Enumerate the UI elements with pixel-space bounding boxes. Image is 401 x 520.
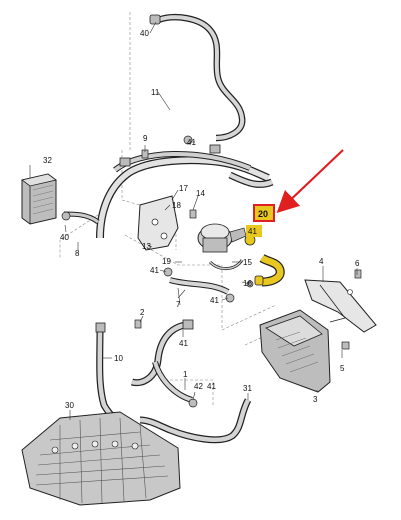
auxiliary-pump-13 [197, 223, 247, 253]
bracket-15 [208, 259, 244, 270]
callout-14: 14 [196, 189, 205, 198]
callout-42: 42 [194, 382, 203, 391]
callout-8: 8 [75, 249, 80, 258]
cooler-32 [21, 173, 57, 225]
callout-30: 30 [65, 401, 74, 410]
leader-lines [29, 21, 358, 420]
callout-labels: 40 11 9 41 32 17 18 14 20 41 13 19 40 8 … [43, 29, 360, 410]
callout-41-d: 41 [179, 339, 188, 348]
callout-3: 3 [313, 395, 318, 404]
hose-7 [169, 277, 230, 295]
bracket-4 [304, 279, 377, 333]
callout-6: 6 [355, 259, 360, 268]
callout-2: 2 [140, 308, 145, 317]
callout-13: 13 [142, 242, 151, 251]
callout-31: 31 [243, 384, 252, 393]
callout-18: 18 [172, 201, 181, 210]
callout-7: 7 [176, 300, 181, 309]
control-unit-3 [259, 309, 331, 393]
callout-40-top: 40 [140, 29, 149, 38]
highlight-box-20 [246, 204, 275, 237]
hose-1 [130, 319, 194, 403]
callout-32: 32 [43, 156, 52, 165]
callout-20: 20 [258, 209, 268, 219]
pipe-assembly [63, 144, 274, 239]
callout-10: 10 [114, 354, 123, 363]
callout-16: 16 [243, 279, 252, 288]
pointer-arrow [276, 149, 344, 214]
hose-31 [139, 398, 252, 444]
bracket-17 [137, 195, 179, 251]
hose-20-highlighted [254, 254, 285, 287]
engine-block-30 [21, 411, 181, 506]
callout-41-a: 41 [187, 138, 196, 147]
callout-11: 11 [151, 88, 160, 97]
callout-5: 5 [340, 364, 345, 373]
callout-9: 9 [143, 134, 148, 143]
callout-19: 19 [162, 257, 171, 266]
coolant-hose-11 [149, 14, 246, 142]
callout-17: 17 [179, 184, 188, 193]
callout-4: 4 [319, 257, 324, 266]
callout-41-highlight: 41 [248, 227, 257, 236]
callout-15: 15 [243, 258, 252, 267]
callout-40-left: 40 [60, 233, 69, 242]
callout-41-c: 41 [210, 296, 219, 305]
callout-41-e: 41 [207, 382, 216, 391]
callout-1: 1 [183, 370, 188, 379]
callout-41-b: 41 [150, 266, 159, 275]
